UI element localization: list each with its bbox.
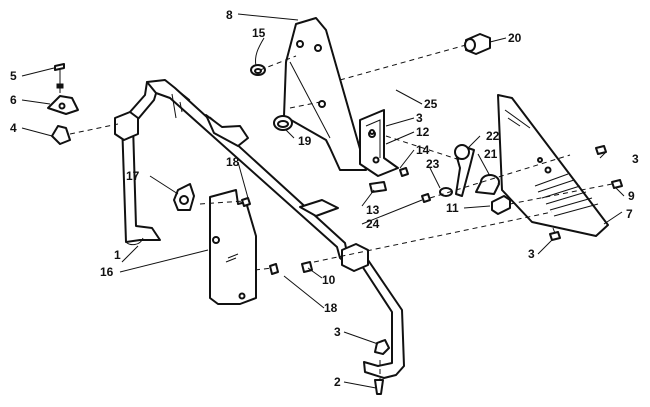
main-frame xyxy=(114,79,405,379)
leader-lines xyxy=(21,13,625,389)
callout-6: 6 xyxy=(10,93,17,107)
rear-plate xyxy=(273,17,367,171)
callout-3-right: 3 xyxy=(632,152,639,166)
callout-24: 24 xyxy=(366,217,380,231)
callout-5: 5 xyxy=(10,69,17,83)
callout-21: 21 xyxy=(484,147,498,161)
callout-3-bottom: 3 xyxy=(334,325,341,339)
callout-23: 23 xyxy=(426,157,440,171)
callout-19: 19 xyxy=(298,134,312,148)
center-plate xyxy=(173,183,257,305)
callout-9: 9 xyxy=(628,189,635,203)
callout-16: 16 xyxy=(100,265,114,279)
small-parts-top xyxy=(250,33,491,76)
callout-12: 12 xyxy=(416,125,430,139)
callout-15: 15 xyxy=(252,26,266,40)
callout-3-top: 3 xyxy=(416,111,423,125)
side-panel xyxy=(497,94,609,237)
callout-10: 10 xyxy=(322,273,336,287)
latch-assembly xyxy=(439,144,511,215)
callout-11: 11 xyxy=(446,201,459,215)
callout-1: 1 xyxy=(114,248,121,262)
callout-18-top: 18 xyxy=(226,155,240,169)
callout-20: 20 xyxy=(508,31,522,45)
callout-14: 14 xyxy=(416,143,430,157)
assembly-lines xyxy=(59,44,613,380)
callout-4: 4 xyxy=(10,121,17,135)
left-hardware xyxy=(47,63,79,145)
callout-17: 17 xyxy=(126,169,140,183)
callout-8: 8 xyxy=(226,8,233,22)
callout-13: 13 xyxy=(366,203,380,217)
support-bracket xyxy=(359,109,399,177)
callout-2: 2 xyxy=(334,375,341,389)
callout-labels: 8 15 20 5 6 4 25 19 3 12 14 22 21 23 3 1… xyxy=(10,8,639,389)
callout-7: 7 xyxy=(626,207,633,221)
callout-3-lower: 3 xyxy=(528,247,535,261)
callout-25: 25 xyxy=(424,97,438,111)
callout-18-bottom: 18 xyxy=(324,301,338,315)
callout-22: 22 xyxy=(486,129,500,143)
